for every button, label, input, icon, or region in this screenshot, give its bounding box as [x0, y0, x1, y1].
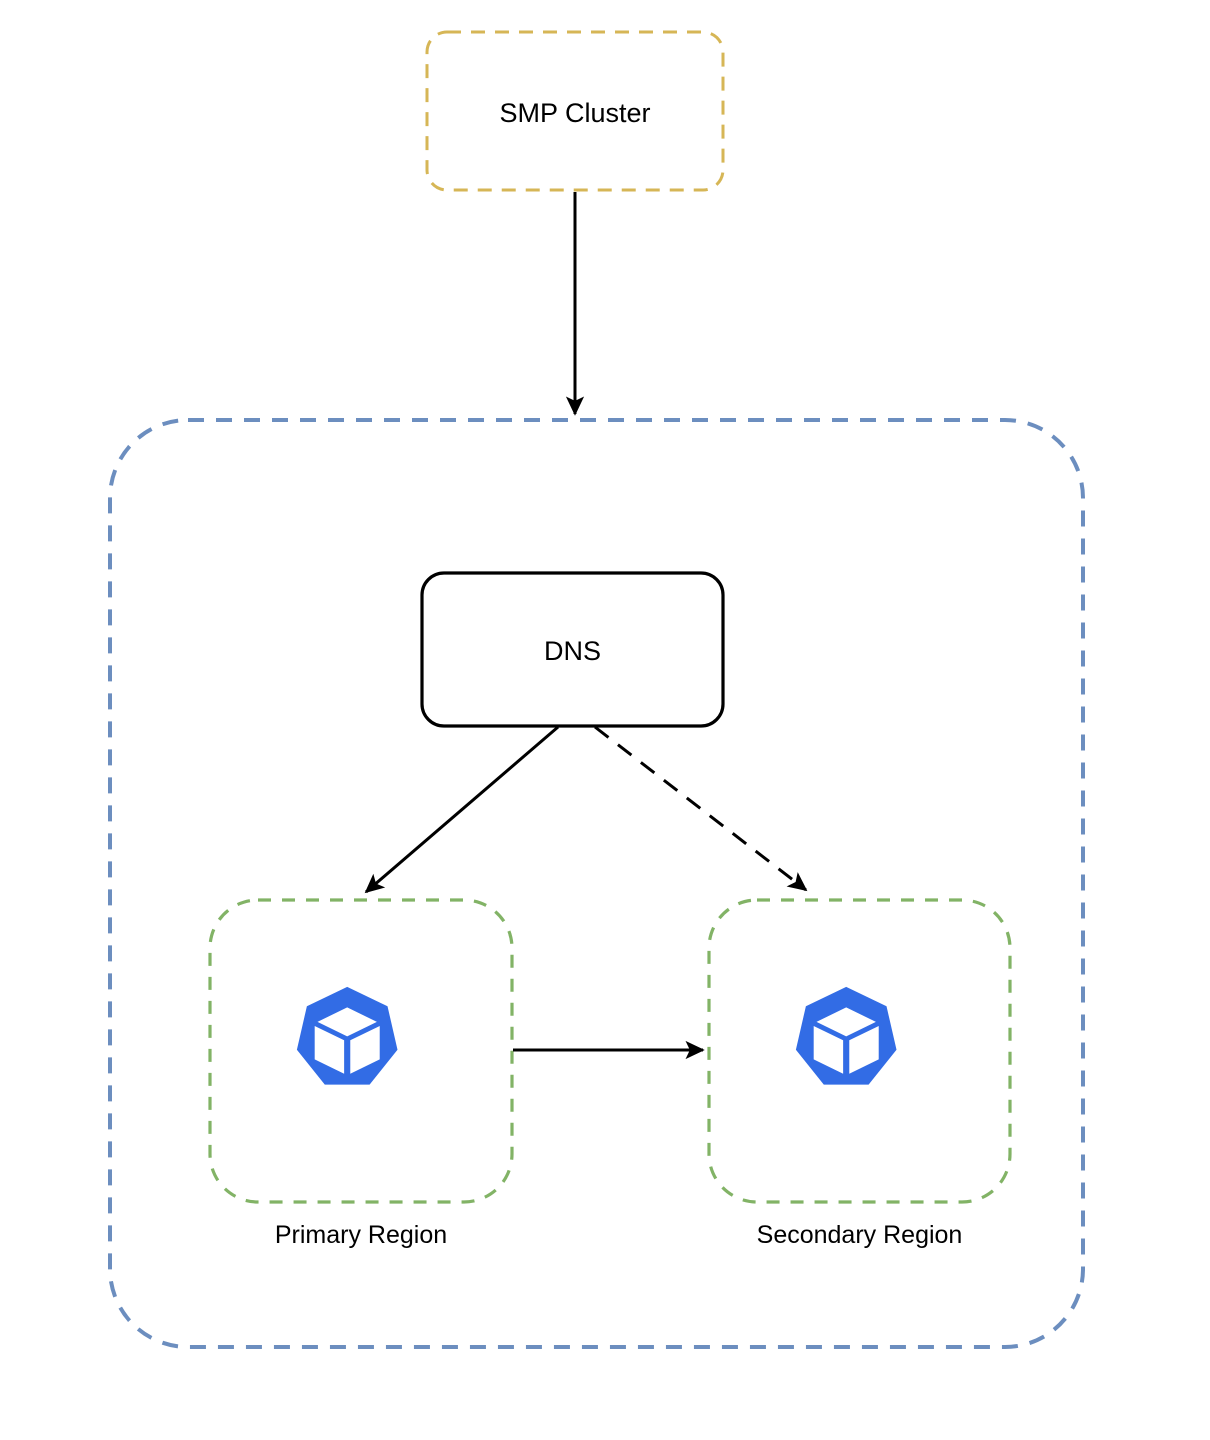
secondary-region-label: Secondary Region — [756, 1221, 963, 1249]
dns-label: DNS — [543, 636, 601, 666]
smp-cluster-label: SMP Cluster — [499, 98, 651, 128]
kubernetes-icon — [296, 986, 398, 1085]
secondary-region-box[interactable] — [707, 898, 1012, 1204]
primary-region-label: Primary Region — [274, 1221, 448, 1249]
edge-dns-to-primary[interactable] — [364, 725, 559, 894]
edge-dns-to-secondary[interactable] — [594, 725, 808, 892]
kubernetes-icon — [795, 986, 897, 1085]
cloud-container-box[interactable] — [108, 418, 1085, 1349]
primary-region-box[interactable] — [208, 898, 514, 1204]
